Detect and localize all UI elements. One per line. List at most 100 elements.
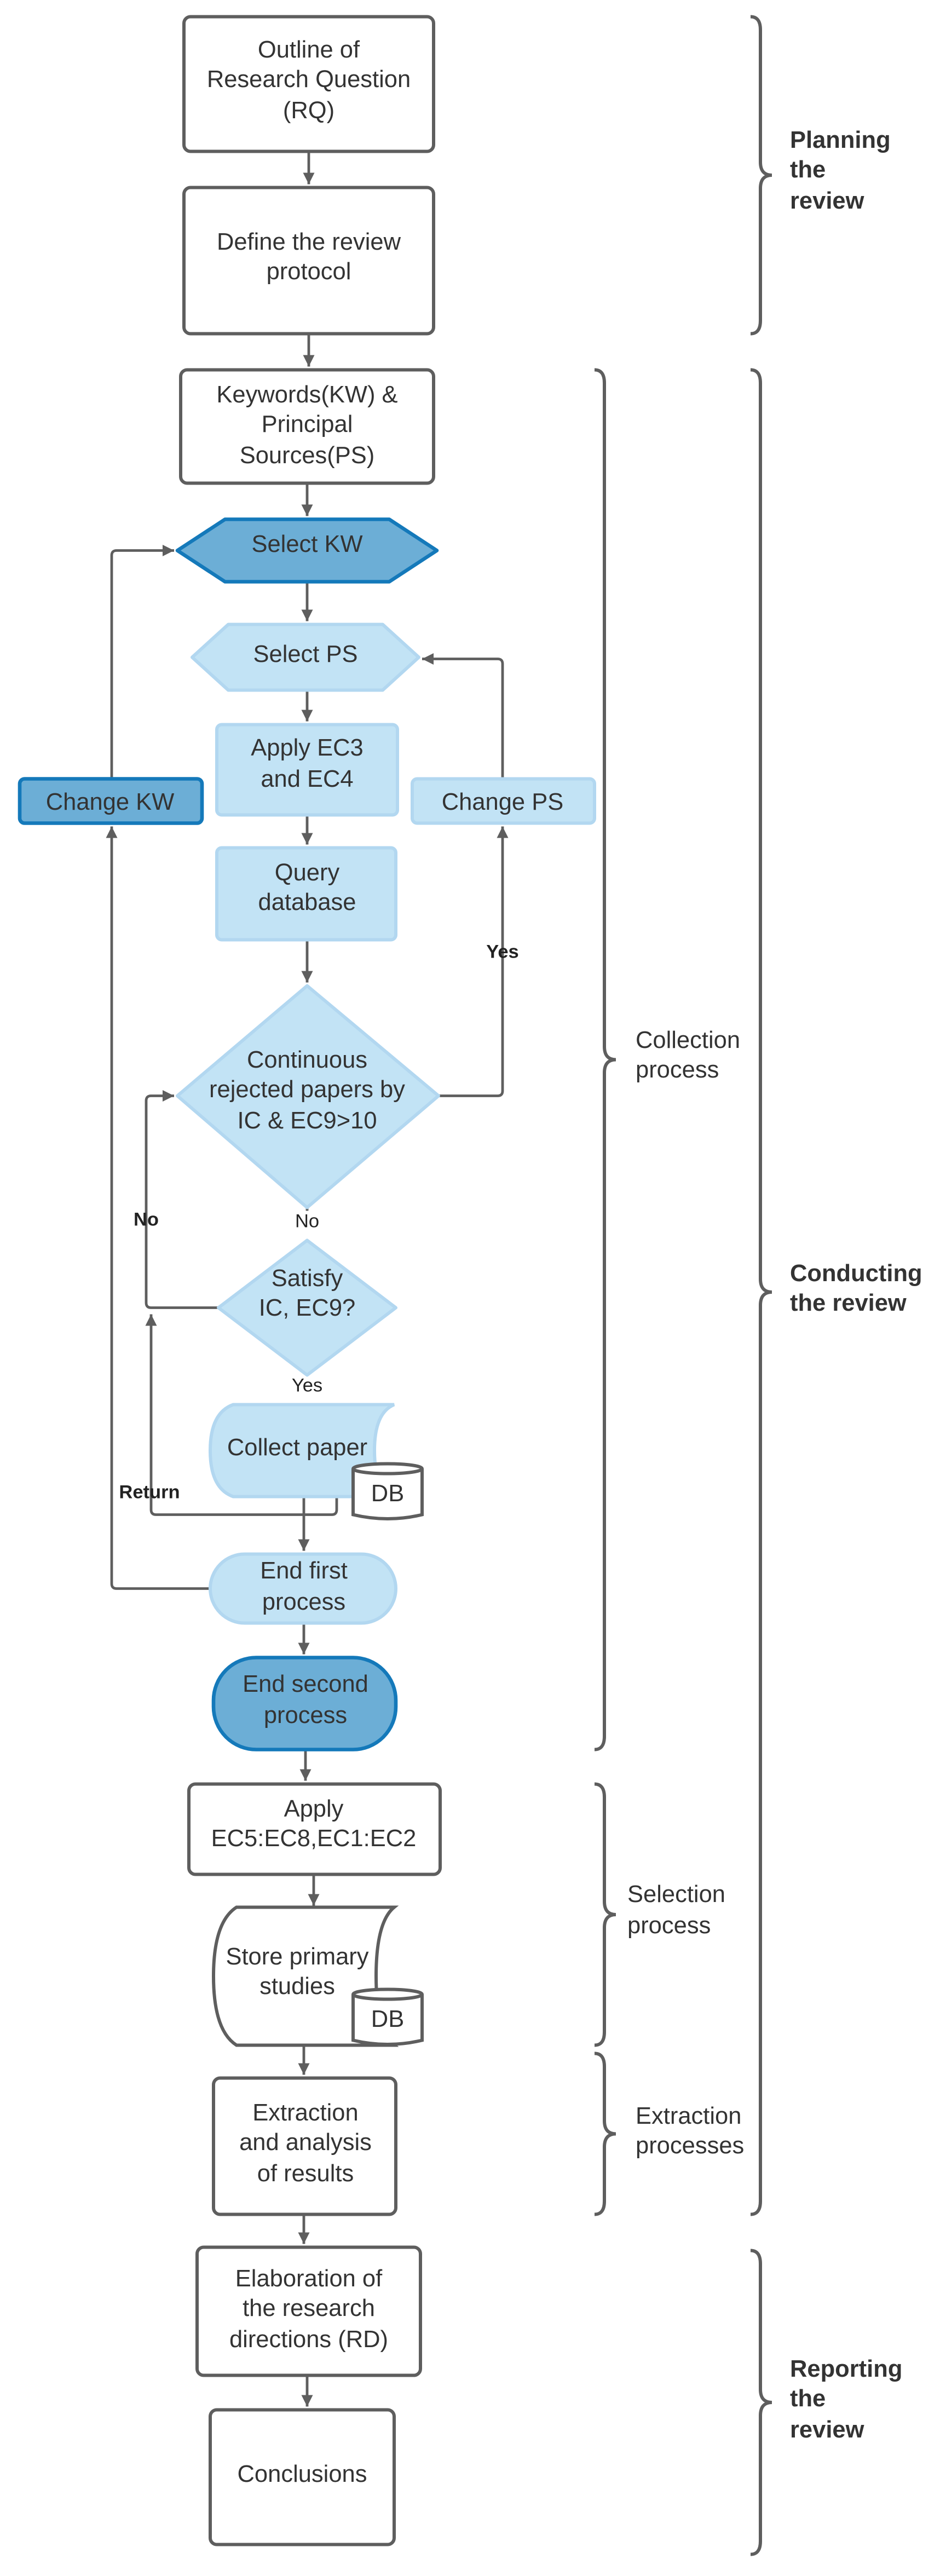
brace-planning xyxy=(750,15,772,336)
node-text: Outline of xyxy=(258,37,360,63)
phase-selection: Selection process xyxy=(627,1881,725,1939)
node-change-ps: Change PS xyxy=(411,777,596,825)
phase-braces xyxy=(594,15,772,2556)
phase-reporting: Reporting the review xyxy=(790,2356,902,2443)
node-text: process xyxy=(264,1702,347,1728)
phase-conducting: Conducting the review xyxy=(790,1260,922,1316)
arrow-end-first-to-change-kw xyxy=(106,826,210,1590)
node-collect-paper: Collect paper DB xyxy=(208,1403,424,1520)
phase-extraction: Extraction processes xyxy=(636,2103,744,2159)
node-satisfy-decision: Satisfy IC, EC9? xyxy=(217,1238,397,1377)
node-apply-ec3: Apply EC3 and EC4 xyxy=(215,723,399,817)
node-text: EC5:EC8,EC1:EC2 xyxy=(211,1825,417,1852)
node-text: rejected papers by xyxy=(209,1076,405,1103)
node-text: Keywords(KW) & xyxy=(216,382,397,408)
db-label: DB xyxy=(371,1480,404,1507)
node-text: and analysis xyxy=(239,2129,372,2156)
node-extraction: Extraction and analysis of results xyxy=(212,2076,397,2216)
arrow-continuous-yes xyxy=(439,826,509,1097)
phase-label: review xyxy=(790,188,864,214)
node-text: Extraction xyxy=(252,2100,358,2126)
phase-label: Conducting xyxy=(790,1260,922,1287)
brace-conducting xyxy=(750,368,772,2216)
phase-collection: Collection process xyxy=(636,1027,740,1083)
node-define: Define the review protocol xyxy=(182,186,435,336)
brace-extraction xyxy=(594,2051,616,2216)
edge-label-no: No xyxy=(134,1209,159,1230)
node-select-ps: Select PS xyxy=(191,623,420,692)
edge-label-no: No xyxy=(295,1211,319,1232)
node-keywords: Keywords(KW) & Principal Sources(PS) xyxy=(179,368,435,485)
node-text: protocol xyxy=(267,258,351,285)
node-text: process xyxy=(262,1589,345,1615)
node-text: Change KW xyxy=(46,789,175,815)
node-text: Conclusions xyxy=(238,2461,367,2487)
node-text: Store primary xyxy=(226,1944,368,1970)
node-change-kw: Change KW xyxy=(18,777,204,825)
phase-label: processes xyxy=(636,2133,744,2159)
node-text: IC & EC9>10 xyxy=(237,1108,377,1134)
node-text: Principal xyxy=(262,411,353,437)
db-label: DB xyxy=(371,2006,404,2032)
node-text: Apply xyxy=(284,1796,344,1822)
brace-selection xyxy=(594,1782,616,2047)
node-text: Satisfy xyxy=(272,1265,343,1292)
node-conclusions: Conclusions xyxy=(209,2408,396,2546)
arrow-change-ps-to-select-ps xyxy=(422,653,504,779)
node-text: the research xyxy=(243,2295,375,2321)
node-text: (RQ) xyxy=(283,97,334,124)
phase-label: the review xyxy=(790,1290,907,1316)
arrow-satisfy-no xyxy=(145,1090,218,1309)
brace-collection xyxy=(594,368,616,1751)
node-query: Query database xyxy=(215,846,397,942)
phase-label: Planning xyxy=(790,127,891,153)
edge-label-yes: Yes xyxy=(486,942,518,963)
phase-label: review xyxy=(790,2417,864,2443)
node-text: Query xyxy=(275,860,340,886)
node-outline: Outline of Research Question (RQ) xyxy=(182,15,435,153)
node-store-primary: Store primary studies DB xyxy=(211,1905,424,2047)
node-text: studies xyxy=(259,1973,335,1999)
node-text: Apply EC3 xyxy=(251,735,364,761)
phase-label: Selection xyxy=(627,1881,725,1907)
node-text: Collect paper xyxy=(227,1434,367,1461)
node-text: Select PS xyxy=(253,641,357,667)
node-text: Change PS xyxy=(442,789,564,815)
node-elaboration: Elaboration of the research directions (… xyxy=(195,2245,422,2377)
phase-label: the xyxy=(790,157,826,183)
arrow-change-kw-to-select-kw xyxy=(110,544,174,779)
node-text: End first xyxy=(260,1558,348,1584)
database-icon: DB xyxy=(351,1462,424,1520)
brace-reporting xyxy=(750,2249,772,2556)
node-text: database xyxy=(258,889,356,915)
phase-label: Extraction xyxy=(636,2103,741,2129)
node-text: Select KW xyxy=(251,531,362,557)
arrows xyxy=(106,151,509,2407)
node-text: IC, EC9? xyxy=(259,1295,356,1321)
node-apply-ec5: Apply EC5:EC8,EC1:EC2 xyxy=(187,1782,442,1876)
phase-label: the xyxy=(790,2385,826,2412)
phase-label: Collection xyxy=(636,1027,740,1053)
phase-label: Reporting xyxy=(790,2356,902,2382)
node-text: Sources(PS) xyxy=(240,442,375,469)
node-end-first: End first process xyxy=(209,1552,397,1625)
node-text: Continuous xyxy=(247,1047,367,1073)
phase-label: process xyxy=(636,1057,719,1083)
edge-label-yes: Yes xyxy=(292,1375,322,1396)
node-text: and EC4 xyxy=(261,766,353,792)
node-text: Research Question xyxy=(207,66,411,93)
node-text: of results xyxy=(257,2160,354,2187)
node-text: directions (RD) xyxy=(229,2326,388,2353)
node-select-kw: Select KW xyxy=(175,517,439,584)
node-text: Define the review xyxy=(217,229,401,255)
node-text: End second xyxy=(243,1671,368,1697)
edge-label-return: Return xyxy=(119,1482,180,1503)
phase-planning: Planning the review xyxy=(790,127,891,214)
arrow-return xyxy=(145,1314,338,1516)
database-icon: DB xyxy=(351,1987,424,2046)
node-continuous-decision: Continuous rejected papers by IC & EC9>1… xyxy=(176,984,440,1209)
phase-label: process xyxy=(627,1912,711,1939)
node-end-second: End second process xyxy=(211,1656,398,1751)
